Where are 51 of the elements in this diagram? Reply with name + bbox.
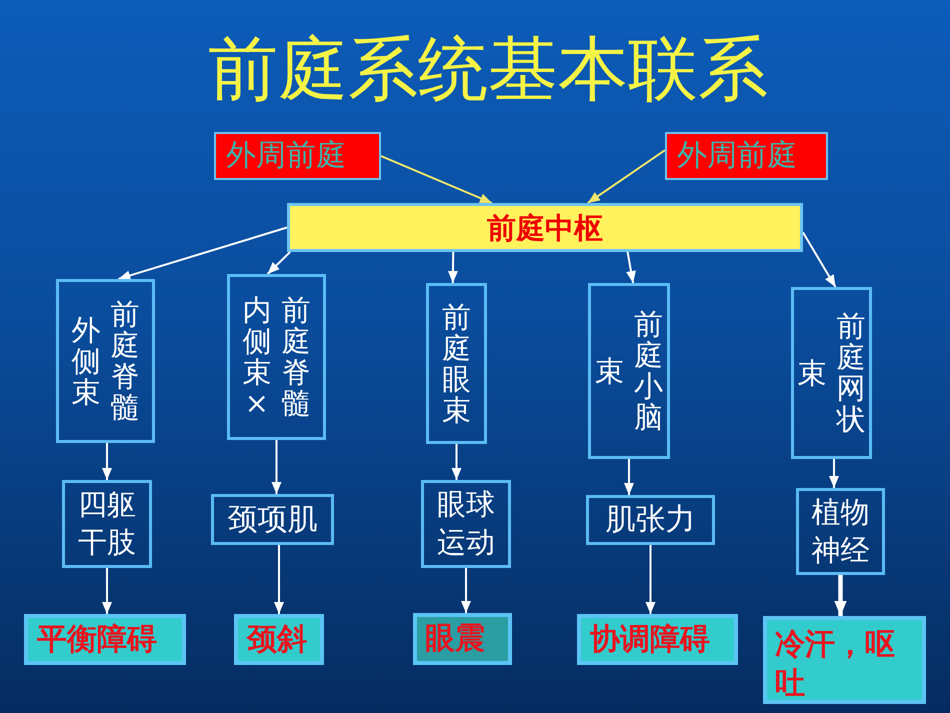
arrow: [266, 251, 291, 275]
node-label: 前庭眼束: [441, 302, 472, 426]
process-box: [586, 495, 715, 545]
process-box: [426, 283, 487, 444]
arrow: [587, 149, 666, 204]
node-label: 眼震: [425, 621, 485, 657]
node-label: 肌张力: [606, 502, 696, 538]
arrow: [452, 444, 462, 480]
node-label: 冷汗，呕吐: [775, 626, 896, 703]
process-box: [577, 614, 738, 665]
node-label: 四躯干肢: [76, 486, 137, 561]
process-box: [62, 480, 152, 568]
process-box: [287, 203, 803, 252]
node-label: 平衡障碍: [37, 622, 157, 658]
arrow: [102, 568, 112, 614]
arrow: [380, 155, 492, 204]
process-box: [421, 480, 511, 568]
node-label: 眼球运动: [436, 486, 496, 561]
arrow: [118, 226, 288, 280]
process-box: [56, 279, 155, 443]
node-label: 颈斜: [247, 622, 307, 658]
process-box: [413, 613, 512, 665]
arrow: [102, 443, 112, 480]
process-box: [791, 287, 872, 459]
process-box: [796, 488, 885, 575]
arrow: [829, 459, 839, 488]
process-box: [763, 616, 926, 704]
arrow: [626, 252, 636, 284]
arrow: [624, 459, 634, 495]
arrow: [461, 568, 471, 613]
arrow: [834, 575, 847, 616]
process-box: [214, 132, 381, 180]
arrow: [802, 232, 836, 288]
arrow: [274, 545, 284, 614]
arrow: [272, 440, 282, 494]
process-box: [227, 274, 326, 440]
process-box: [588, 283, 670, 459]
node-label: 颈项肌: [228, 502, 318, 538]
process-box: [211, 494, 334, 545]
title: 前庭系统基本联系: [208, 28, 768, 110]
node-label: 外周前庭: [226, 138, 346, 174]
node-label: 植物神经: [810, 494, 870, 568]
node-label: 前庭脊髓内侧束×: [242, 295, 312, 419]
arrow: [646, 545, 656, 614]
node-label: 外周前庭: [677, 138, 797, 174]
arrow: [448, 252, 458, 284]
process-box: [665, 132, 828, 180]
node-label: 前庭中枢: [487, 210, 603, 246]
node-label: 协调障碍: [590, 622, 710, 658]
process-box: [24, 614, 186, 665]
process-box: [234, 614, 324, 665]
